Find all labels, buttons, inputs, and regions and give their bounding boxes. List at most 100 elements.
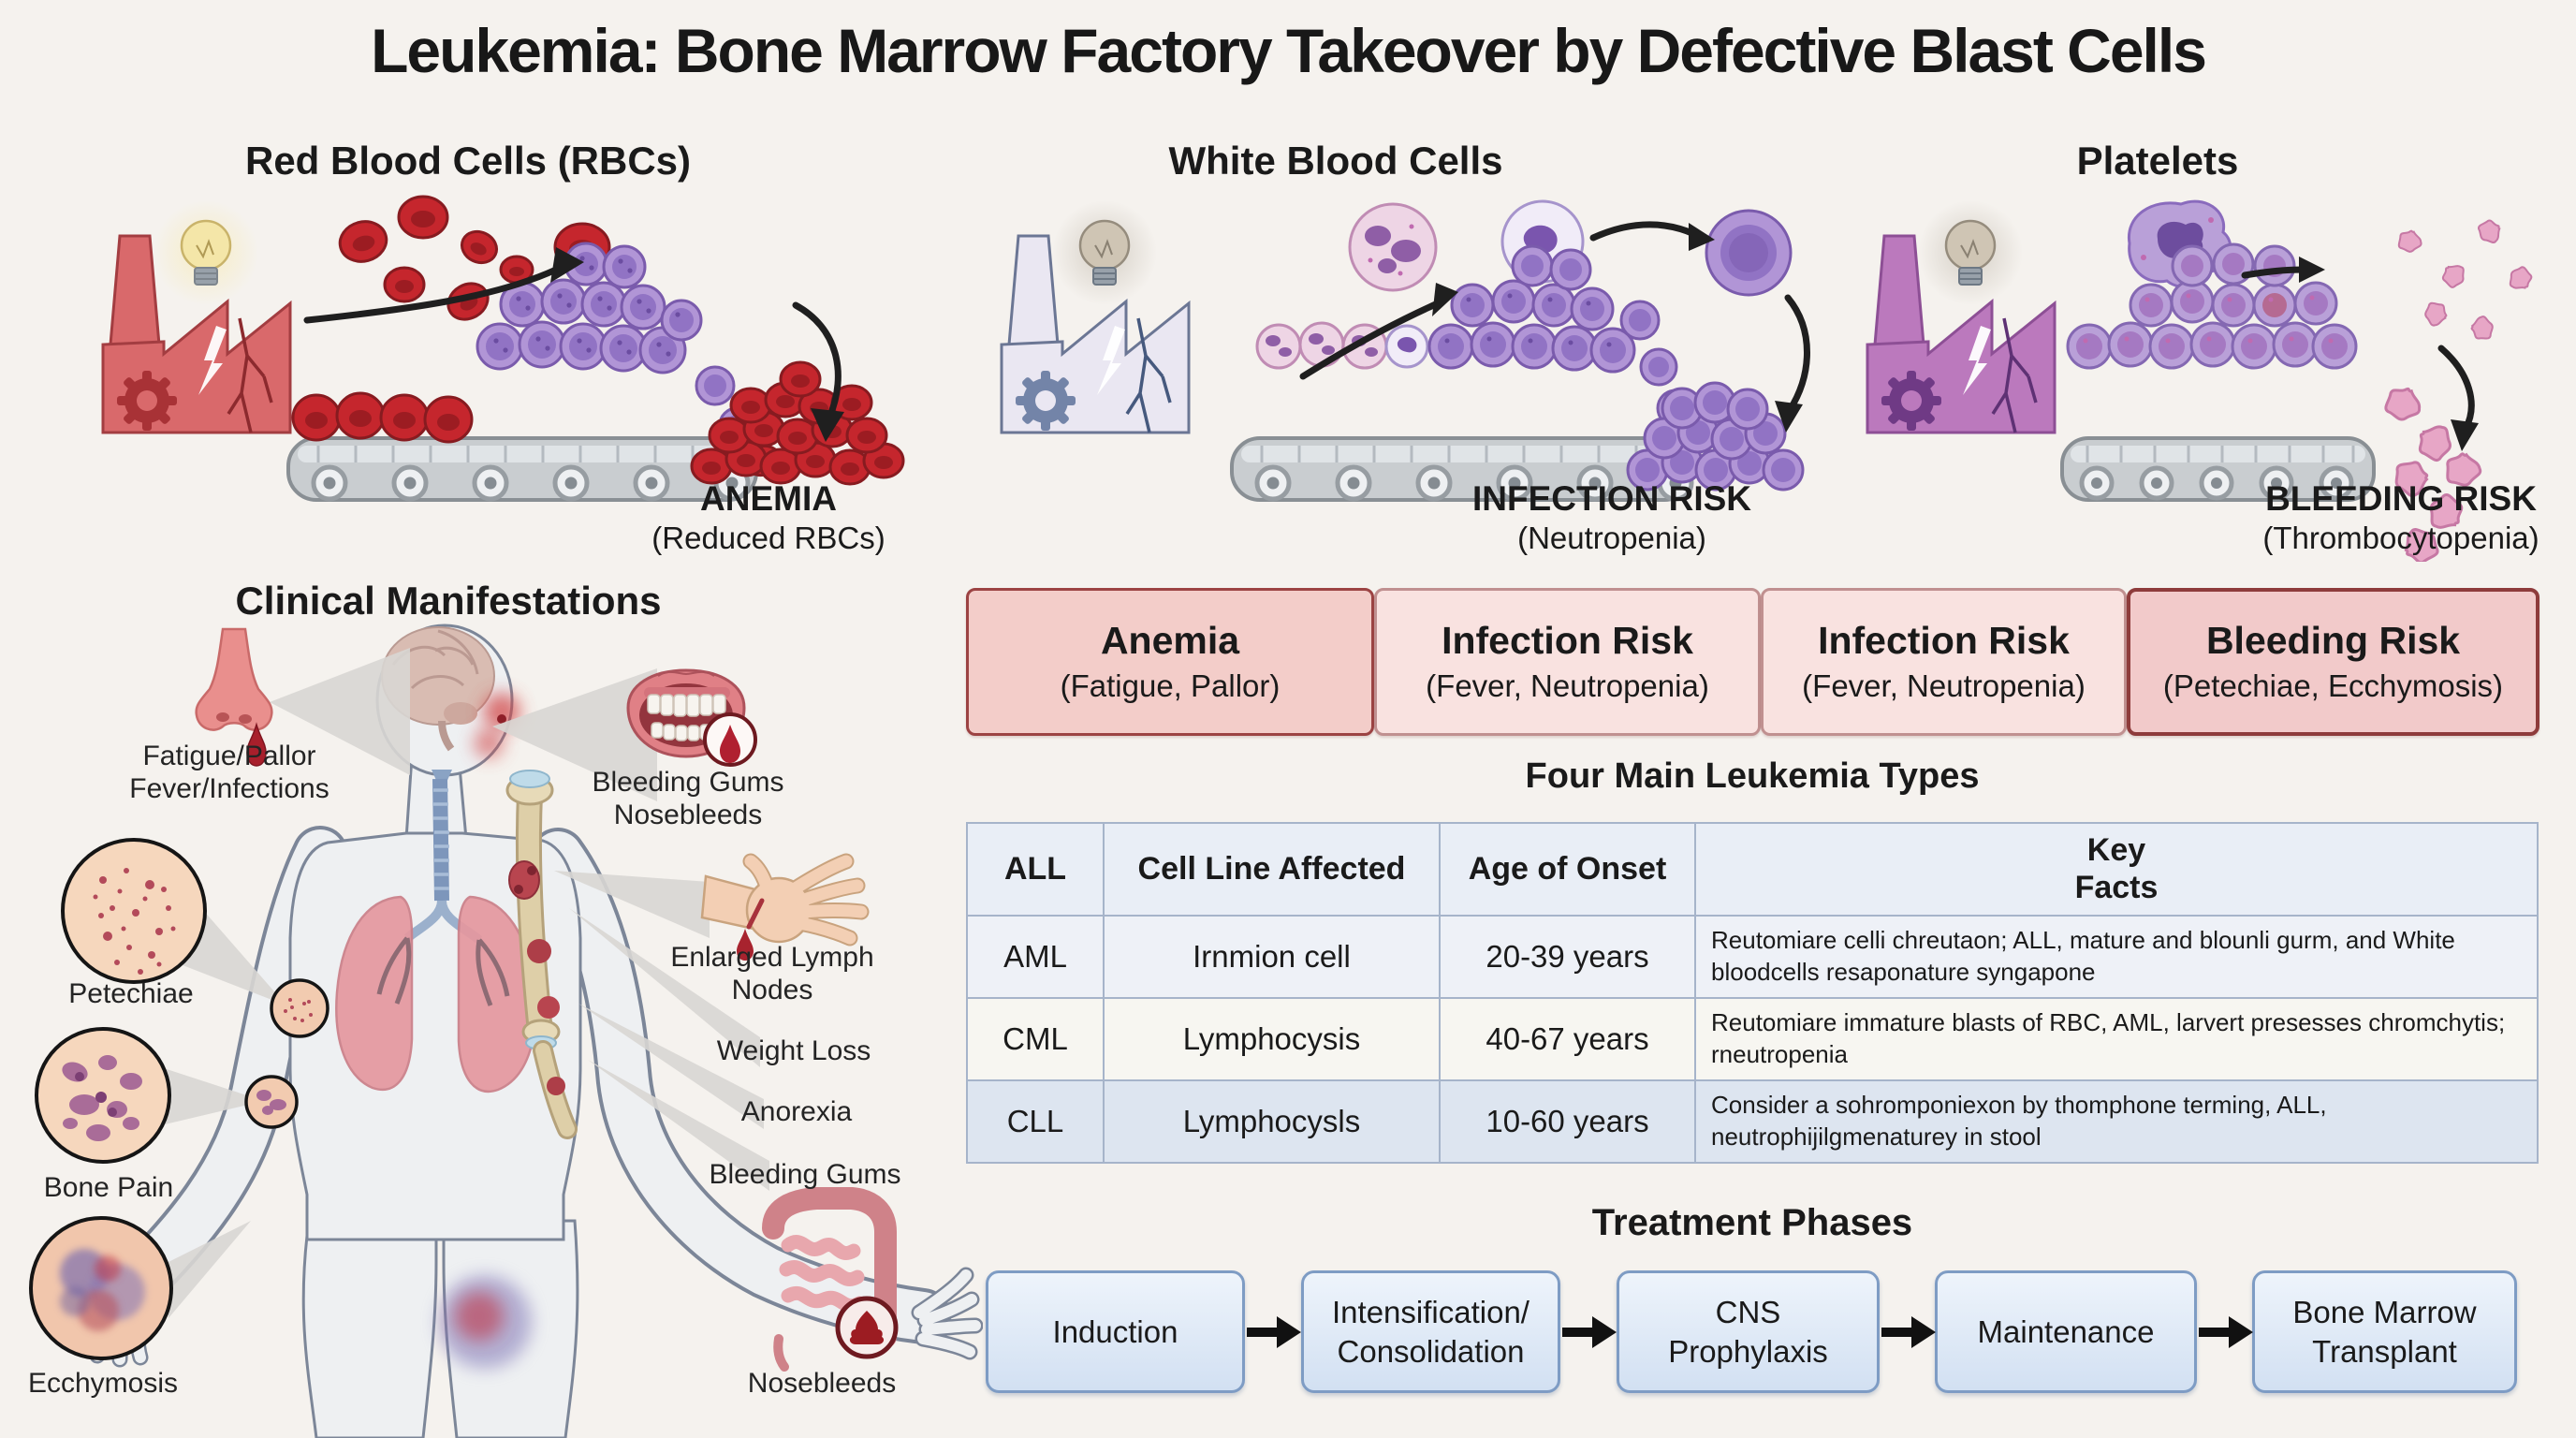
factory-icon — [101, 234, 292, 434]
rbc-pile — [690, 360, 905, 486]
lightbulb-icon — [154, 200, 258, 305]
mouth-icon — [626, 668, 757, 767]
conveyor-icon — [286, 436, 758, 502]
arrow-right-icon — [1562, 1316, 1617, 1348]
fatigue-pallor-label: Fatigue/Pallor Fever/Infections — [129, 741, 329, 805]
table-header-all: ALL — [968, 824, 1103, 915]
arrow-right-icon — [1247, 1316, 1301, 1348]
ecchymosis-label: Ecchymosis — [27, 1368, 179, 1399]
table-header-age: Age of Onset — [1441, 824, 1694, 915]
table-cell-key-facts: Consider a sohromponiexon by thomphone t… — [1696, 1081, 2537, 1162]
platelets-outcome-sublabel: (Thrombocytopenia) — [2262, 521, 2539, 555]
risk-banner-anemia: Anemia (Fatigue, Pallor) — [966, 588, 1374, 736]
factory-icon — [1000, 234, 1191, 434]
lightbulb-icon — [1918, 200, 2023, 305]
bleeding-gums-label: Bleeding Gums — [709, 1159, 901, 1190]
arrow-right-icon — [1881, 1316, 1936, 1348]
arm-bruise-spot — [244, 1075, 299, 1129]
arrow-icon — [2241, 257, 2479, 451]
risk-banner-sub: (Fever, Neutropenia) — [1426, 668, 1709, 703]
gear-icon — [117, 371, 177, 431]
wbc-pile — [1626, 381, 1805, 492]
treatment-section-title: Treatment Phases — [1591, 1202, 1913, 1243]
platelet-factory-illustration — [1866, 199, 2537, 562]
factory-icon — [1866, 234, 2056, 434]
risk-banner-title: Anemia — [1100, 619, 1240, 663]
wbc-outcome-label: INFECTION RISK — [1471, 479, 1752, 518]
wbc-outcome-sublabel: (Neutropenia) — [1517, 521, 1706, 555]
nose-icon — [195, 627, 273, 767]
risk-banner-title: Infection Risk — [1818, 619, 2070, 663]
bone-illustration — [505, 770, 578, 1139]
table-cell-cell-line: Lymphocysls — [1105, 1081, 1439, 1162]
risk-banner-infection-2: Infection Risk (Fever, Neutropenia) — [1761, 588, 2127, 736]
trachea-lungs-illustration — [335, 770, 537, 1093]
arrow-right-icon — [2199, 1316, 2253, 1348]
ecchymosis-circle — [29, 1216, 173, 1360]
treatment-phase-cns-prophylaxis: CNS Prophylaxis — [1617, 1270, 1880, 1393]
treatment-phase-intensification: Intensification/ Consolidation — [1301, 1270, 1560, 1393]
conveyor-icon — [1230, 436, 1694, 502]
arrow-icon — [303, 247, 844, 442]
clinical-section-title: Clinical Manifestations — [235, 579, 662, 623]
treatment-phase-bone-marrow-transplant: Bone Marrow Transplant — [2252, 1270, 2517, 1393]
table-cell-age: 20-39 years — [1441, 917, 1694, 997]
table-cell-cell-line: Irnmion cell — [1105, 917, 1439, 997]
nosebleeds-label: Nosebleeds — [747, 1368, 897, 1399]
treatment-phase-maintenance: Maintenance — [1935, 1270, 2197, 1393]
types-table-title: Four Main Leukemia Types — [1525, 756, 1980, 796]
treatment-phase-induction: Induction — [986, 1270, 1245, 1393]
weight-loss-label: Weight Loss — [716, 1035, 871, 1066]
rbc-panel-title: Red Blood Cells (RBCs) — [244, 139, 692, 183]
platelet-belt-cells — [2066, 242, 2358, 370]
thigh-bruise — [438, 1275, 532, 1369]
page-title: Leukemia: Bone Marrow Factory Takeover b… — [371, 16, 2207, 85]
rbc-outcome-sublabel: (Reduced RBCs) — [651, 521, 886, 555]
rbc-cell-icon — [291, 195, 611, 444]
leukemia-types-table: ALL Cell Line Affected Age of Onset Key … — [966, 822, 2539, 1164]
platelets-panel-title: Platelets — [2076, 139, 2239, 183]
risk-banner-bleeding: Bleeding Risk (Petechiae, Ecchymosis) — [2127, 588, 2539, 736]
rbc-factory-illustration — [101, 195, 905, 502]
conveyor-icon — [2060, 436, 2376, 502]
anorexia-label: Anorexia — [740, 1096, 853, 1127]
wbc-panel-title: White Blood Cells — [1168, 139, 1503, 183]
table-cell-type: CML — [968, 999, 1103, 1079]
arm-petechiae-spot — [270, 978, 329, 1038]
table-header-key-facts: Key Facts — [1696, 824, 2537, 915]
rbc-outcome-label: ANEMIA — [700, 479, 837, 518]
enlarged-lymph-nodes-label: Enlarged Lymph Nodes — [670, 942, 874, 1006]
petechiae-circle — [61, 838, 207, 984]
gear-icon — [1016, 371, 1076, 431]
blast-cell-icon — [476, 242, 755, 444]
wbc-belt-cells — [1255, 244, 1695, 428]
table-cell-age: 10-60 years — [1441, 1081, 1694, 1162]
table-cell-type: CLL — [968, 1081, 1103, 1162]
table-cell-key-facts: Reutomiare celli chreutaon; ALL, mature … — [1696, 917, 2537, 997]
table-cell-key-facts: Reutomiare immature blasts of RBC, AML, … — [1696, 999, 2537, 1079]
risk-banner-sub: (Fatigue, Pallor) — [1060, 668, 1281, 703]
lightbulb-icon — [1052, 200, 1157, 305]
wbc-cell-icon — [1348, 199, 1793, 297]
gear-icon — [1881, 371, 1941, 431]
bleeding-gums-nosebleeds-label: Bleeding Gums Nosebleeds — [592, 767, 784, 831]
bone-pain-label: Bone Pain — [43, 1172, 174, 1203]
table-cell-cell-line: Lymphocysis — [1105, 999, 1439, 1079]
platelet-icon — [2395, 216, 2537, 342]
risk-banner-title: Infection Risk — [1442, 619, 1693, 663]
arrow-icon — [1299, 221, 1810, 433]
table-cell-type: AML — [968, 917, 1103, 997]
wbc-factory-illustration — [1000, 199, 1810, 502]
risk-banner-title: Bleeding Risk — [2205, 619, 2461, 663]
hand-icon — [700, 853, 870, 961]
platelets-outcome-label: BLEEDING RISK — [2265, 479, 2537, 518]
bone-pain-circle — [35, 1027, 171, 1164]
intestine-icon — [762, 1187, 899, 1372]
risk-banner-sub: (Fever, Neutropenia) — [1802, 668, 2086, 703]
clinical-illustration — [29, 624, 983, 1438]
table-header-cell-line: Cell Line Affected — [1105, 824, 1439, 915]
petechiae-label: Petechiae — [68, 978, 194, 1009]
risk-banner-infection-1: Infection Risk (Fever, Neutropenia) — [1374, 588, 1761, 736]
risk-banner-sub: (Petechiae, Ecchymosis) — [2162, 668, 2504, 703]
table-cell-age: 40-67 years — [1441, 999, 1694, 1079]
